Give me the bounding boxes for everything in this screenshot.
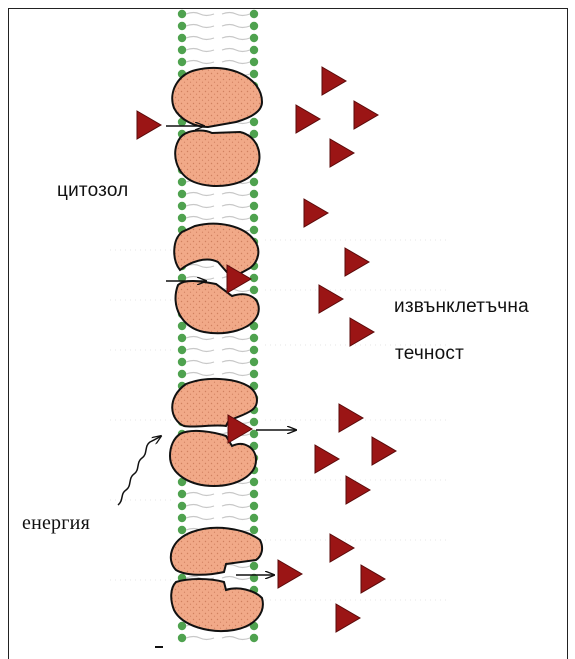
lipid-tail [186, 505, 250, 508]
molecule-triangle [345, 248, 369, 276]
lipid-head [178, 334, 186, 342]
lipid-tail [186, 61, 250, 64]
lipid-tail [186, 37, 250, 40]
lipid-head [178, 10, 186, 18]
energy-squiggle [118, 436, 161, 505]
background-dots [110, 240, 450, 600]
lipid-head [178, 22, 186, 30]
lipid-head [178, 34, 186, 42]
lipid-head [250, 526, 258, 534]
lipid-head [178, 370, 186, 378]
lipid-tail [186, 637, 250, 640]
lipid-head [250, 346, 258, 354]
lipid-tail [186, 217, 250, 220]
cytosol-label: цитозол [57, 180, 128, 202]
lipid-tail [186, 361, 250, 364]
molecule-triangle [372, 437, 396, 465]
molecule-triangle [330, 139, 354, 167]
lipid-head [178, 634, 186, 642]
lipid-head [178, 502, 186, 510]
lipid-head [250, 178, 258, 186]
lipid-head [178, 214, 186, 222]
lipid-head [250, 70, 258, 78]
lipid-head [178, 358, 186, 366]
lipid-head [250, 118, 258, 126]
lipid-head [250, 58, 258, 66]
lipid-head [178, 346, 186, 354]
molecule-triangle [319, 285, 343, 313]
carrier-protein-4 [171, 528, 263, 631]
lipid-head [178, 190, 186, 198]
lipid-head [250, 490, 258, 498]
molecule-triangle [322, 67, 346, 95]
lipid-head [250, 46, 258, 54]
molecule-triangle [296, 105, 320, 133]
lipid-head [250, 370, 258, 378]
lipid-head [178, 178, 186, 186]
lipid-head [250, 418, 258, 426]
lipid-head [178, 490, 186, 498]
lipid-head [250, 274, 258, 282]
lipid-head [250, 562, 258, 570]
molecule-triangle [350, 318, 374, 346]
lipid-tail [186, 517, 250, 520]
molecule-triangle [330, 534, 354, 562]
lipid-head [250, 34, 258, 42]
lipid-head [250, 214, 258, 222]
lipid-head [250, 334, 258, 342]
lipid-head [250, 502, 258, 510]
lipid-head [250, 190, 258, 198]
extracellular-label-line-2: течност [395, 343, 464, 365]
molecule-triangle [346, 476, 370, 504]
lipid-tail [186, 49, 250, 52]
lipid-head [250, 202, 258, 210]
molecule-triangle [278, 560, 302, 588]
energy-label: енергия [22, 512, 90, 535]
lipid-head [250, 286, 258, 294]
molecule-triangle [339, 404, 363, 432]
molecule-triangle [361, 565, 385, 593]
lipid-head [250, 10, 258, 18]
lipid-head [250, 634, 258, 642]
molecule-triangle [354, 101, 378, 129]
lipid-head [178, 622, 186, 630]
lipid-head [250, 22, 258, 30]
lipid-tail [186, 349, 250, 352]
lipid-head [250, 478, 258, 486]
lipid-head [178, 58, 186, 66]
lipid-tail [186, 13, 250, 16]
lipid-tail [186, 493, 250, 496]
lipid-tail [186, 337, 250, 340]
lipid-head [250, 226, 258, 234]
lipid-head [178, 46, 186, 54]
lipid-head [250, 358, 258, 366]
lipid-head [250, 514, 258, 522]
lipid-head [250, 430, 258, 438]
lipid-tail [186, 25, 250, 28]
lipid-tail [186, 193, 250, 196]
molecule-triangle [228, 415, 252, 443]
extracellular-label-line-1: извънклетъчна [394, 296, 529, 318]
lipid-tail [186, 205, 250, 208]
lipid-head [178, 514, 186, 522]
lipid-head [178, 526, 186, 534]
carrier-protein-1 [172, 68, 262, 186]
molecule-triangle [137, 111, 161, 139]
molecule-triangle [304, 199, 328, 227]
lipid-tail [186, 373, 250, 376]
lipid-head [178, 202, 186, 210]
molecule-triangle [315, 445, 339, 473]
molecule-triangle [336, 604, 360, 632]
